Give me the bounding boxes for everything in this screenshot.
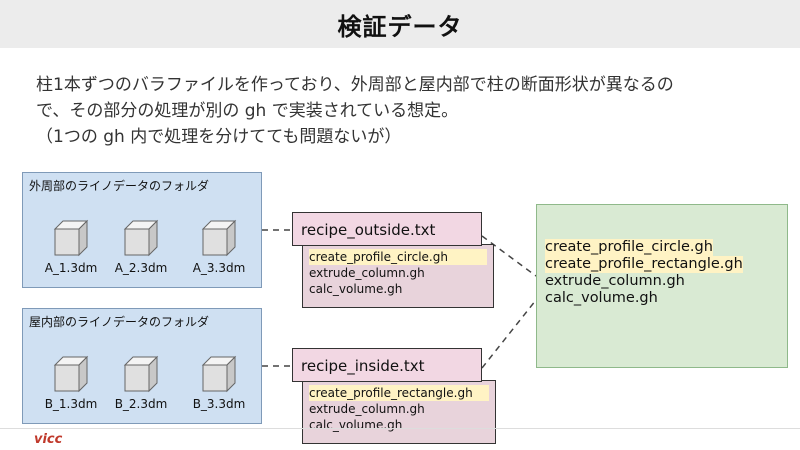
step-item: create_profile_circle.gh [309,249,487,265]
connector-inside-library [481,299,537,369]
file-name: A_1.3dm [44,261,98,275]
file-item[interactable]: B_2.3dm [111,353,171,411]
folder-title: 外周部のライノデータのフォルダ [29,179,210,193]
step-item: extrude_column.gh [309,266,425,280]
step-item: create_profile_rectangle.gh [309,385,489,401]
intro-text: 柱1本ずつのバラファイルを作っており、外周部と屋内部で柱の断面形状が異なるの で… [36,72,776,150]
cube-icon [123,355,159,393]
title-bar: 検証データ [0,0,800,48]
file-name: A_3.3dm [192,261,246,275]
brand-logo: vicc [34,432,63,447]
file-item[interactable]: B_1.3dm [41,353,101,411]
recipe-name: recipe_outside.txt [301,221,436,239]
recipe-outside-steps: create_profile_circle.gh extrude_column.… [302,244,494,308]
file-item[interactable]: A_2.3dm [111,217,171,275]
step-item: calc_volume.gh [309,282,403,296]
recipe-name: recipe_inside.txt [301,357,425,375]
intro-line: 柱1本ずつのバラファイルを作っており、外周部と屋内部で柱の断面形状が異なるの [36,75,674,95]
cube-icon [53,219,89,257]
cube-icon [123,219,159,257]
gh-file[interactable]: create_profile_rectangle.gh [545,256,743,273]
file-name: B_3.3dm [192,397,246,411]
gh-file[interactable]: calc_volume.gh [545,290,658,306]
folder-outside: 外周部のライノデータのフォルダ A_1.3dm A_2.3dm A_3.3dm [22,172,262,288]
connector-outside-library [481,235,537,277]
file-name: B_2.3dm [114,397,168,411]
file-item[interactable]: B_3.3dm [189,353,249,411]
step-item: calc_volume.gh [309,418,403,432]
gh-file[interactable]: create_profile_circle.gh [545,239,713,256]
recipe-inside-steps: create_profile_rectangle.gh extrude_colu… [302,380,496,444]
folder-title: 屋内部のライノデータのフォルダ [29,315,210,329]
intro-line: （1つの gh 内で処理を分けてても問題ないが） [36,127,402,147]
intro-line: で、その部分の処理が別の gh で実装されている想定。 [36,101,459,121]
file-name: A_2.3dm [114,261,168,275]
gh-library-box: create_profile_circle.gh create_profile_… [536,204,788,368]
folder-inside: 屋内部のライノデータのフォルダ B_1.3dm B_2.3dm B_3.3dm [22,308,262,424]
recipe-inside-file[interactable]: recipe_inside.txt [292,348,482,382]
file-name: B_1.3dm [44,397,98,411]
step-item: extrude_column.gh [309,402,425,416]
footer-divider [0,428,800,429]
recipe-outside-file[interactable]: recipe_outside.txt [292,212,482,246]
cube-icon [53,355,89,393]
cube-icon [201,355,237,393]
gh-file[interactable]: extrude_column.gh [545,273,685,289]
file-item[interactable]: A_1.3dm [41,217,101,275]
cube-icon [201,219,237,257]
page-title: 検証データ [337,12,463,41]
file-item[interactable]: A_3.3dm [189,217,249,275]
